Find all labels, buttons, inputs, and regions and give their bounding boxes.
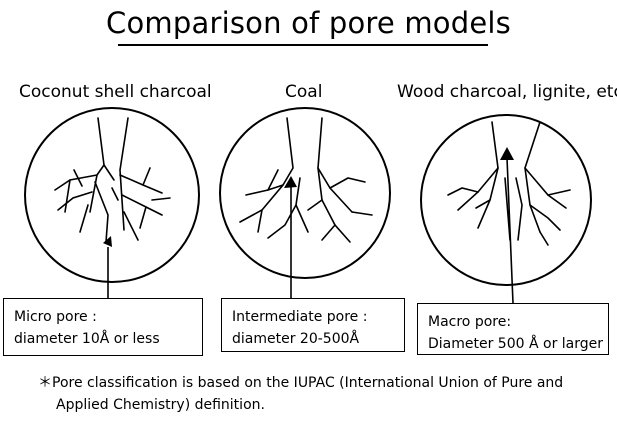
- label-coal: Coal: [285, 82, 323, 102]
- intermediate-pore-title: Intermediate pore :: [232, 309, 368, 325]
- footnote-line-1: Pore classification is based on the IUPA…: [52, 375, 564, 391]
- macro-pore-diameter: Diameter 500 Å or larger: [428, 336, 604, 352]
- micro-pore-arrowhead: [103, 236, 112, 247]
- macro-pore-pointer: [506, 157, 514, 304]
- macro-pore-box: Macro pore: Diameter 500 Å or larger: [417, 303, 609, 355]
- coal-pore-branches: [239, 117, 373, 243]
- micro-pore-box: Micro pore : diameter 10Å or less: [3, 298, 203, 356]
- intermediate-pore-box: Intermediate pore : diameter 20-500Å: [221, 298, 405, 352]
- label-coconut-shell-charcoal: Coconut shell charcoal: [19, 82, 212, 102]
- micro-pore-title: Micro pore :: [14, 309, 97, 325]
- macro-pore-arrowhead: [500, 147, 514, 160]
- coconut-pore-circle: [24, 107, 200, 283]
- footnote-line-2: Applied Chemistry) definition.: [56, 397, 265, 413]
- intermediate-pore-diameter: diameter 20-500Å: [232, 331, 360, 347]
- page-title: Comparison of pore models: [106, 6, 511, 40]
- coal-pore-circle: [219, 107, 391, 279]
- micro-pore-diameter: diameter 10Å or less: [14, 331, 160, 347]
- coconut-pore-branches: [54, 117, 171, 243]
- title-underline: [118, 44, 488, 46]
- footnote-asterisk-icon: ＊: [38, 375, 52, 391]
- intermediate-pore-arrowhead: [284, 176, 297, 188]
- footnote: ＊Pore classification is based on the IUP…: [38, 372, 563, 416]
- macro-pore-title: Macro pore:: [428, 314, 512, 330]
- label-wood-charcoal: Wood charcoal, lignite, etc.: [397, 82, 617, 102]
